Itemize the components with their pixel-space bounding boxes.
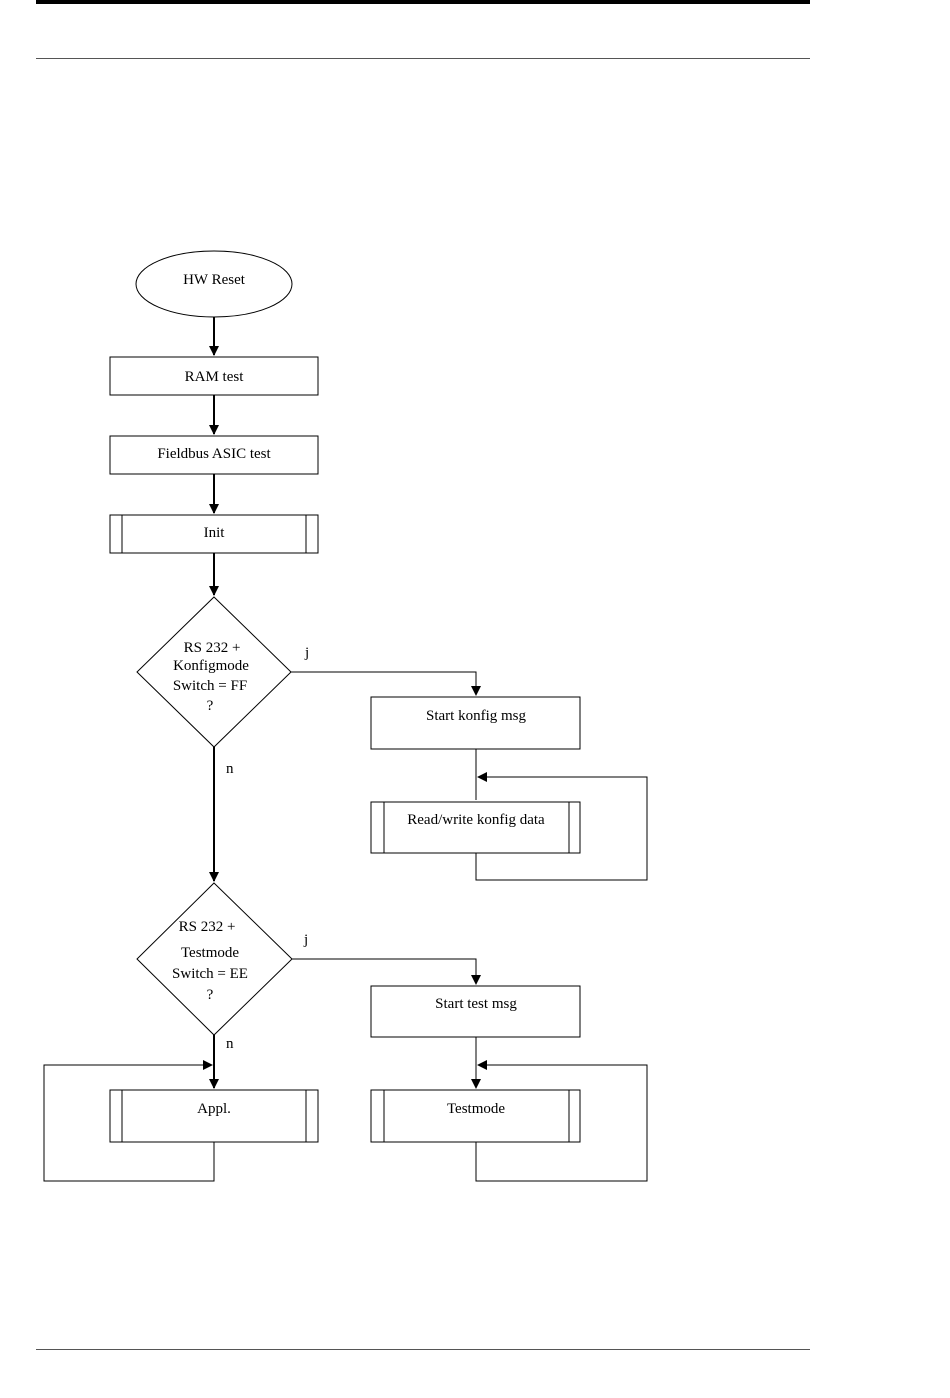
asic-test-node: Fieldbus ASIC test <box>110 436 318 474</box>
init-label: Init <box>204 525 226 541</box>
testmode-node: Testmode <box>371 1090 580 1142</box>
ram-test-node: RAM test <box>110 357 318 395</box>
decision1-line4: ? <box>207 698 214 714</box>
hw-reset-label: HW Reset <box>183 272 246 288</box>
hw-reset-node: HW Reset <box>136 251 292 317</box>
start-test-label: Start test msg <box>435 996 517 1012</box>
read-write-label: Read/write konfig data <box>407 812 545 828</box>
appl-label: Appl. <box>197 1101 231 1117</box>
arrow-decision2-yes <box>292 959 476 984</box>
decision2-line1: RS 232 + <box>179 919 236 935</box>
appl-node: Appl. <box>110 1090 318 1142</box>
init-node: Init <box>110 515 318 553</box>
decision2-line4: ? <box>207 987 214 1003</box>
decision2-line2: Testmode <box>181 945 239 961</box>
asic-test-label: Fieldbus ASIC test <box>157 446 271 462</box>
decision1-line3: Switch = FF <box>173 678 247 694</box>
start-test-node: Start test msg <box>371 986 580 1037</box>
read-write-node: Read/write konfig data <box>371 802 580 853</box>
start-konfig-label: Start konfig msg <box>426 708 526 724</box>
decision2-yes-label: j <box>303 932 308 948</box>
ram-test-label: RAM test <box>185 369 245 385</box>
start-konfig-node: Start konfig msg <box>371 697 580 749</box>
testmode-label: Testmode <box>447 1101 505 1117</box>
decision1-no-label: n <box>226 761 234 777</box>
konfigmode-decision: RS 232 + Konfigmode Switch = FF ? <box>137 597 291 747</box>
decision1-yes-label: j <box>304 645 309 661</box>
decision2-no-label: n <box>226 1036 234 1052</box>
testmode-decision: RS 232 + Testmode Switch = EE ? <box>137 883 292 1035</box>
arrow-decision1-yes <box>291 672 476 695</box>
decision1-line1: RS 232 + <box>184 640 241 656</box>
decision2-line3: Switch = EE <box>172 966 248 982</box>
decision1-line2: Konfigmode <box>173 658 249 674</box>
